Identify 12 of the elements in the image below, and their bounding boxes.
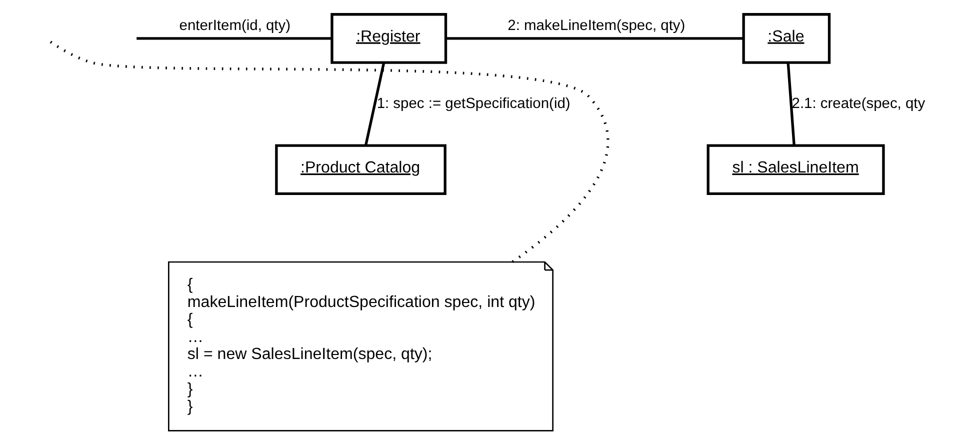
node-box: sl : SalesLineItem [706,144,885,195]
node-box: :Product Catalog [275,144,446,195]
connector [364,62,386,146]
connector [786,62,796,146]
edge-label: 2.1: create(spec, qty [792,95,926,112]
edge-label: enterItem(id, qty) [179,18,291,34]
edge-label: 2: makeLineItem(spec, qty) [508,18,686,34]
edge-label: 1: spec := getSpecification(id) [376,95,570,112]
connector [136,36,332,40]
node-box: :Register [330,12,448,64]
node-box: :Sale [742,12,831,64]
connector [446,36,744,40]
